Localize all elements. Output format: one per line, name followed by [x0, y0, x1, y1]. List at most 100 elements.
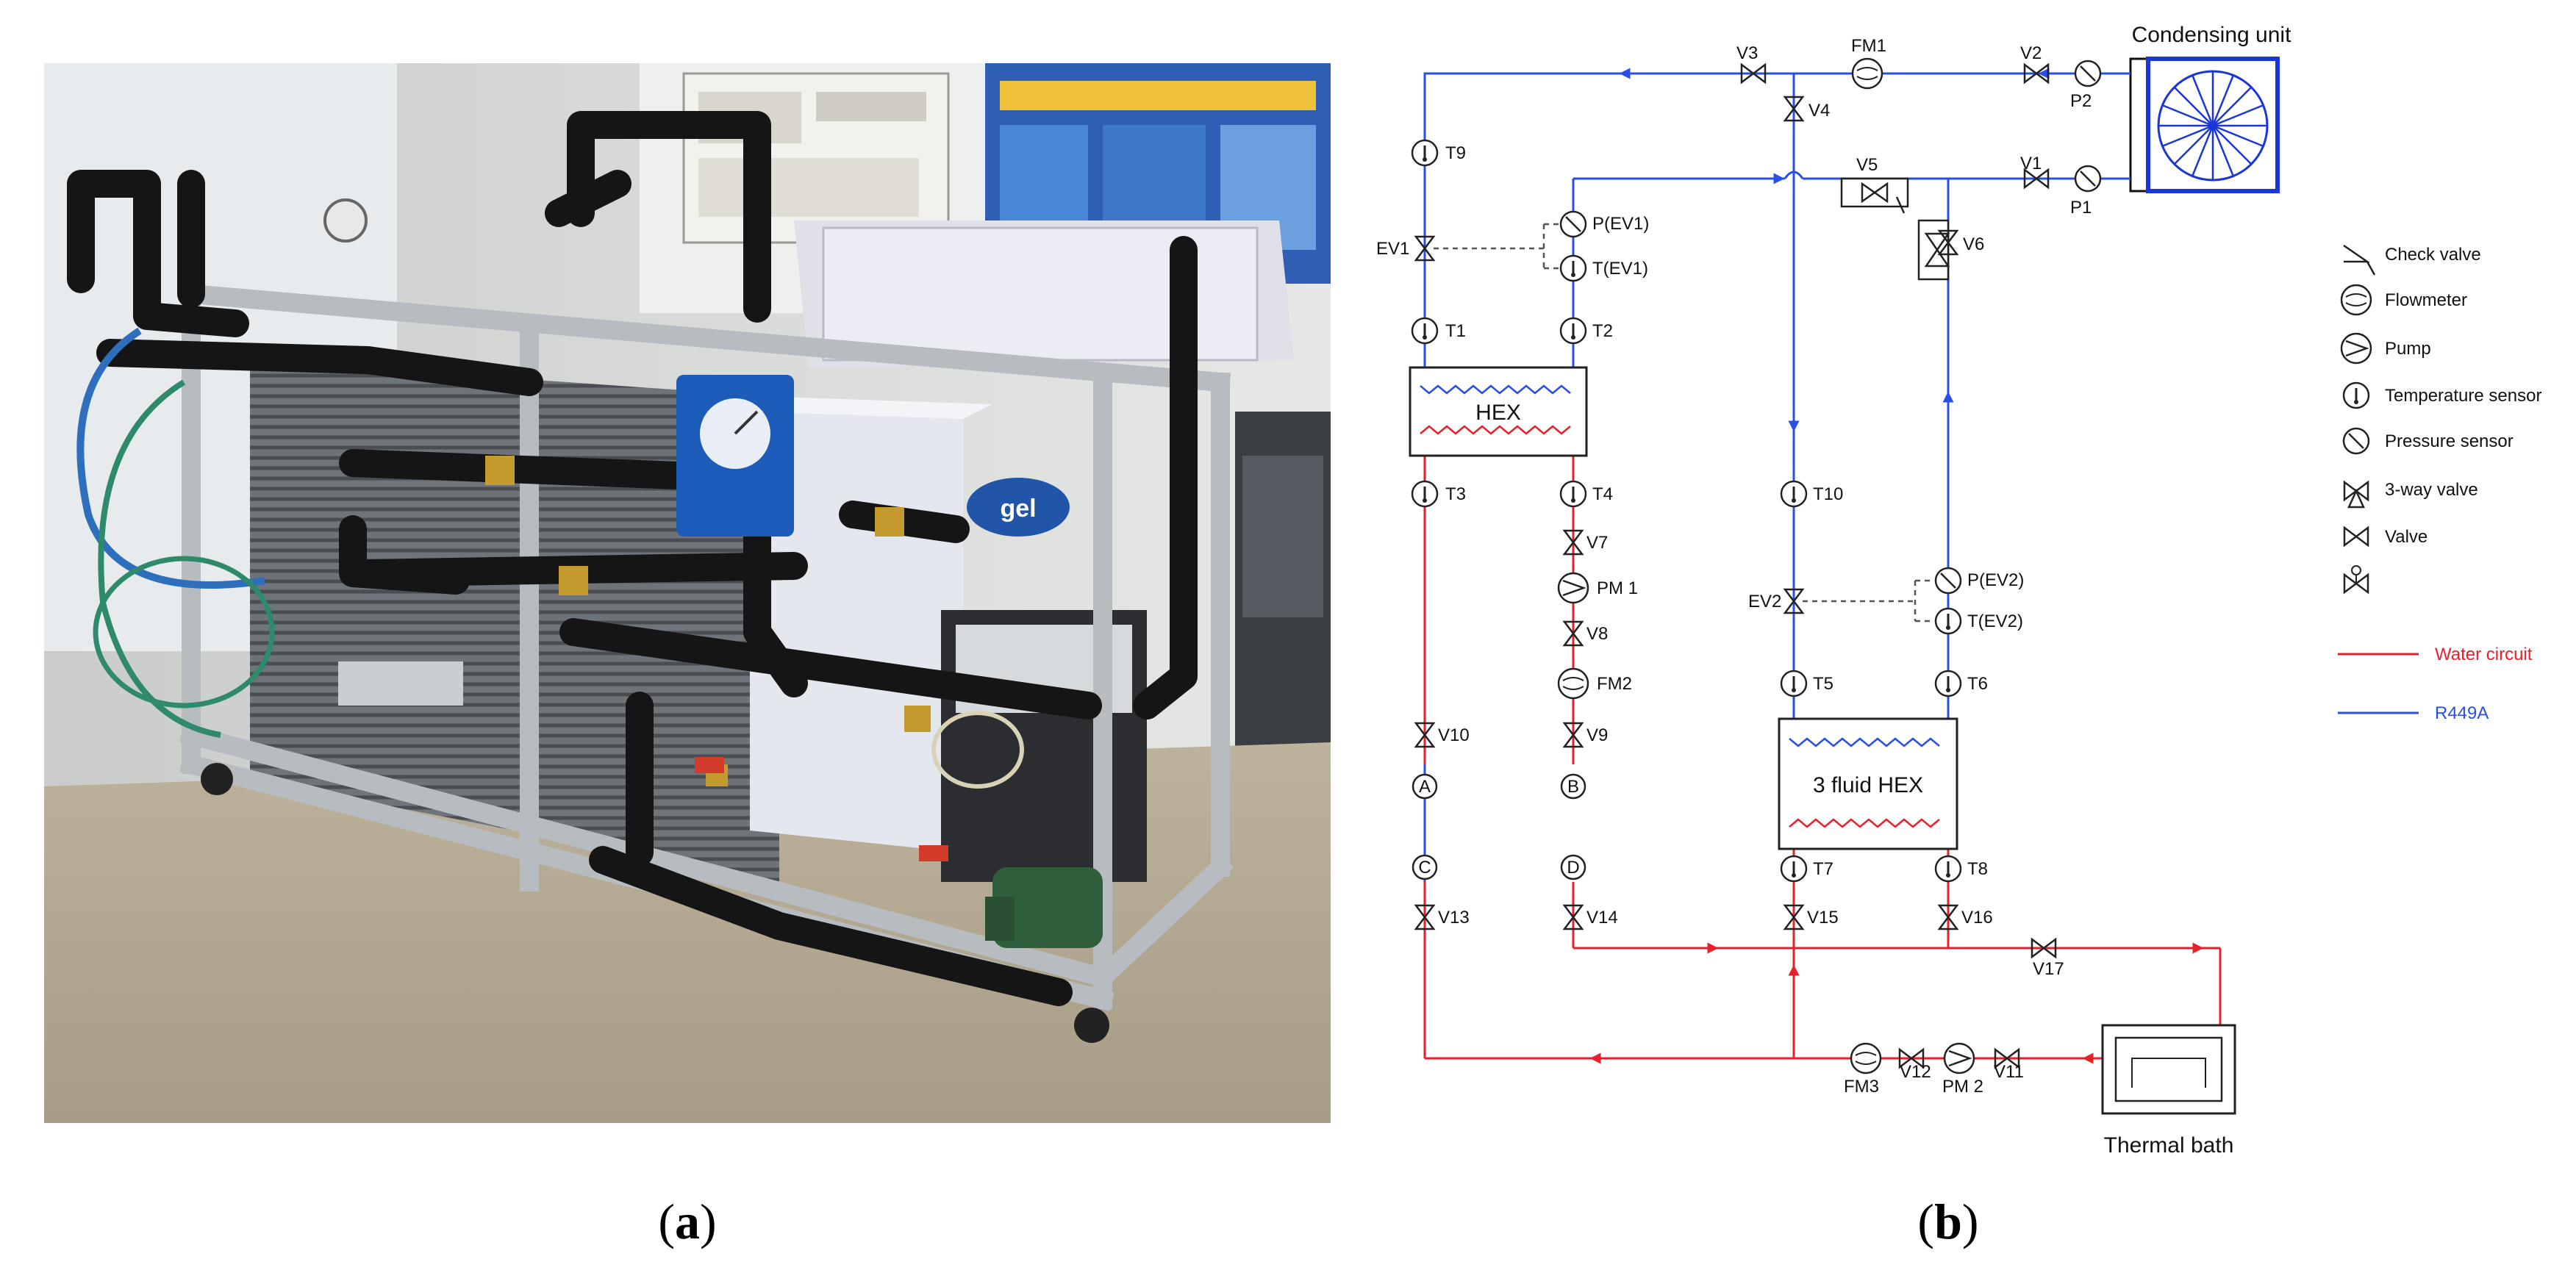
water-pump-icon [985, 867, 1103, 948]
legend-three-way-valve-icon [2343, 480, 2369, 509]
label-t10: T10 [1813, 484, 1843, 504]
legend-pressure-sensor-icon [2342, 427, 2370, 455]
label-v4: V4 [1808, 101, 1830, 121]
caption-a: (a) [658, 1194, 716, 1249]
label-v6: V6 [1963, 234, 1984, 254]
label-v15: V15 [1807, 908, 1839, 928]
legend-refrigerant-label: R449A [2435, 703, 2489, 723]
rotameter-icon [676, 375, 794, 537]
label-v3: V3 [1736, 43, 1758, 63]
label-t5: T5 [1813, 674, 1833, 694]
label-v1: V1 [2020, 154, 2042, 173]
legend-flowmeter-label: Flowmeter [2385, 290, 2467, 310]
label-p1: P1 [2070, 198, 2092, 218]
label-fm1: FM1 [1851, 36, 1886, 56]
sensor-t3-icon [1411, 480, 1439, 508]
label-v9: V9 [1586, 725, 1608, 745]
label-v17: V17 [2033, 959, 2064, 979]
label-ev1: EV1 [1376, 239, 1409, 259]
label-t8: T8 [1967, 859, 1988, 879]
label-t7: T7 [1813, 859, 1833, 879]
label-t3: T3 [1445, 484, 1466, 504]
gel-sticker: gel [967, 478, 1070, 537]
sensor-t10-icon [1780, 480, 1808, 508]
label-t6: T6 [1967, 674, 1988, 694]
label-v10: V10 [1438, 725, 1470, 745]
valve-v5-icon [1840, 177, 1909, 214]
connector-a-label: A [1419, 777, 1431, 797]
thermal-bath-label: Thermal bath [2104, 1133, 2234, 1158]
label-v12: V12 [1900, 1062, 1931, 1082]
refrigerant-lines [1423, 72, 2130, 1051]
legend-water-circuit-label: Water circuit [2435, 645, 2533, 664]
label-pev2: P(EV2) [1967, 570, 2024, 590]
pump-pm1-icon [1557, 572, 1589, 604]
legend-flowmeter-icon [2340, 284, 2372, 316]
sensor-tev2-icon [1934, 607, 1962, 635]
label-fm2: FM2 [1597, 674, 1632, 694]
label-v13: V13 [1438, 908, 1470, 928]
condensing-unit-label: Condensing unit [2132, 23, 2291, 47]
sensor-pev1-icon [1559, 210, 1587, 238]
legend-temperature-sensor-icon [2342, 381, 2370, 409]
label-v8: V8 [1586, 624, 1608, 644]
three-fluid-hex-label: 3 fluid HEX [1813, 773, 1923, 797]
legend-pump-label: Pump [2385, 339, 2431, 359]
sensor-tev1-icon [1559, 254, 1587, 282]
legend-check-valve-icon [2343, 244, 2376, 276]
legend-valve-label: Valve [2385, 527, 2427, 547]
label-ev2: EV2 [1748, 592, 1781, 611]
legend-control-valve-icon [2343, 565, 2369, 595]
flowmeter-fm3-icon [1850, 1042, 1882, 1075]
label-v11: V11 [1994, 1062, 2024, 1082]
label-v7: V7 [1586, 533, 1608, 553]
label-pev1: P(EV1) [1592, 214, 1649, 234]
label-tev2: T(EV2) [1967, 611, 2023, 631]
legend-temperature-sensor-label: Temperature sensor [2385, 386, 2541, 406]
hex-label: HEX [1475, 401, 1521, 425]
legend-valve-icon [2343, 526, 2369, 547]
label-pm2: PM 2 [1942, 1077, 1983, 1097]
connector-b-label: B [1567, 777, 1579, 797]
connector-c-label: C [1418, 858, 1431, 878]
connector-d-label: D [1567, 858, 1579, 878]
label-v16: V16 [1961, 908, 1993, 928]
legend-pressure-sensor-label: Pressure sensor [2385, 431, 2514, 451]
label-t2: T2 [1592, 321, 1613, 341]
hex: HEX [1409, 366, 1588, 457]
label-pm1: PM 1 [1597, 578, 1638, 598]
sensor-t4-icon [1559, 480, 1587, 508]
label-v14: V14 [1586, 908, 1618, 928]
label-t1: T1 [1445, 321, 1466, 341]
schematic-diagram: Condensing unit [1376, 23, 2541, 1158]
sensor-t1-icon [1411, 317, 1439, 345]
sensor-t6-icon [1934, 670, 1962, 697]
label-t4: T4 [1592, 484, 1613, 504]
label-tev1: T(EV1) [1592, 259, 1648, 279]
label-v5: V5 [1856, 155, 1878, 175]
sensor-t8-icon [1934, 855, 1962, 883]
label-t9: T9 [1445, 143, 1466, 163]
flowmeter-fm2-icon [1557, 667, 1589, 700]
sensor-t5-icon [1780, 670, 1808, 697]
flowmeter-fm1-icon [1851, 57, 1883, 90]
label-p2: P2 [2070, 91, 2092, 111]
legend-three-way-valve-label: 3-way valve [2385, 480, 2478, 500]
svg-text:gel: gel [1000, 495, 1036, 523]
condensing-unit: Condensing unit [2129, 23, 2291, 193]
three-fluid-hex: 3 fluid HEX [1778, 717, 1958, 850]
sensor-t9-icon [1411, 139, 1439, 167]
sensor-t2-icon [1559, 317, 1587, 345]
label-fm3: FM3 [1844, 1077, 1879, 1097]
pump-pm2-icon [1943, 1042, 1975, 1075]
thermal-bath: Thermal bath [2101, 1024, 2236, 1158]
legend-pump-icon [2340, 332, 2372, 365]
sensor-p1-icon [2074, 165, 2102, 193]
wall-poster-icon [682, 72, 950, 244]
sensor-p2-icon [2074, 60, 2102, 87]
test-rig-photo: gel [44, 63, 1331, 1123]
label-v2: V2 [2020, 43, 2042, 63]
sensor-pev2-icon [1934, 567, 1962, 595]
legend: Check valve Flowmeter Pump Temperature s… [2338, 244, 2541, 723]
